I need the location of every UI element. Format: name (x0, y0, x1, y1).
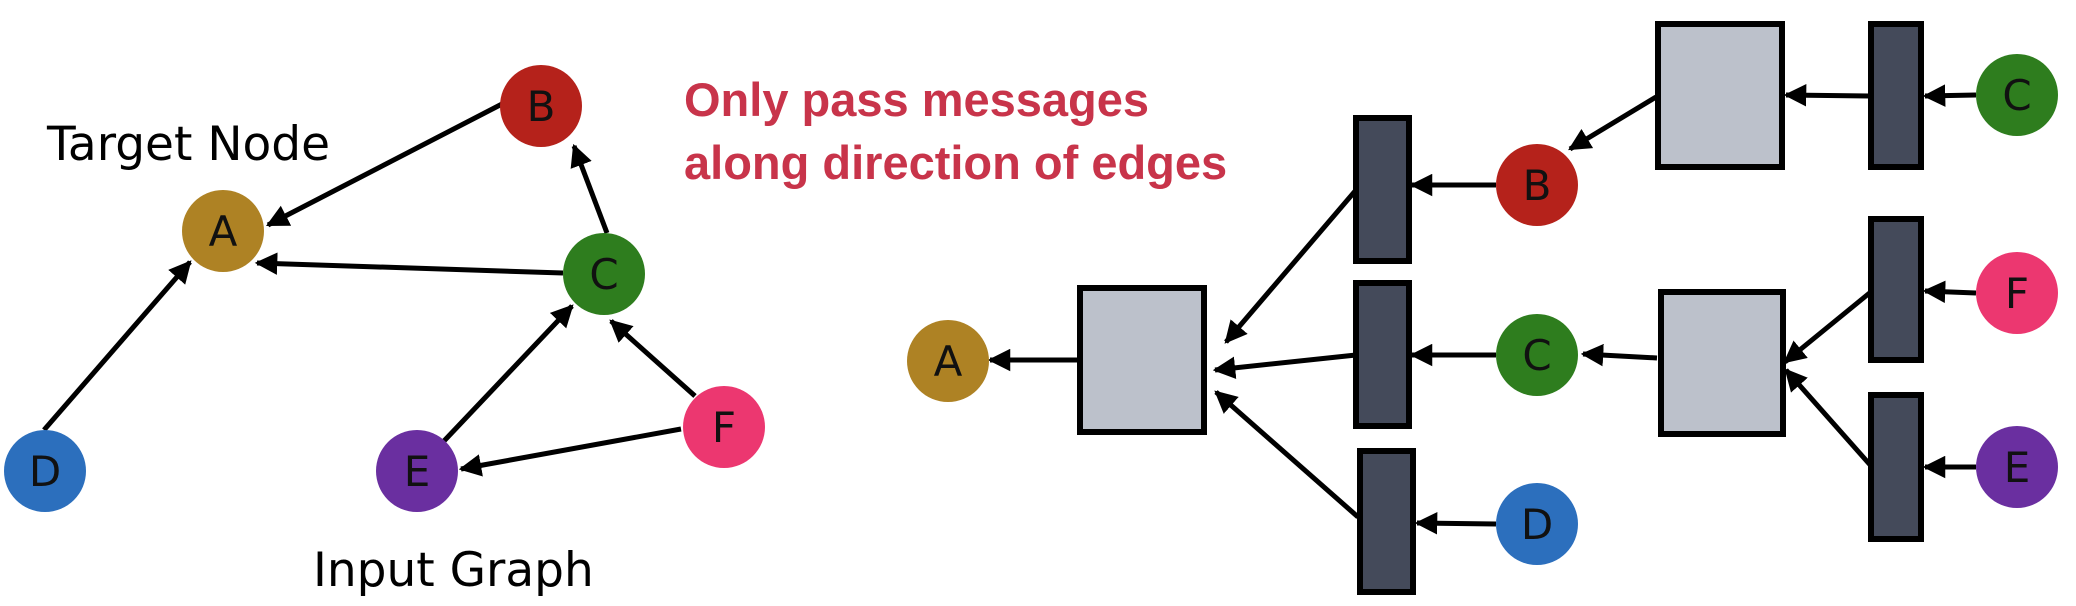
graph-node-e: E (376, 430, 458, 512)
svg-text:C: C (1522, 331, 1551, 380)
graph-node-f: F (683, 386, 765, 468)
edge-b-to-a (266, 101, 504, 228)
edge-c-to-a (254, 252, 564, 276)
svg-text:E: E (404, 447, 431, 496)
graph-node-b: B (500, 65, 582, 147)
graph-node-d: D (4, 430, 86, 512)
computation-tree: A B C D C F E (907, 21, 2058, 595)
tree-node-d: D (1496, 483, 1578, 565)
graph-node-a: A (182, 190, 264, 272)
edge-e-to-c (442, 304, 574, 443)
svg-text:C: C (589, 250, 618, 299)
input-graph-label: Input Graph (313, 543, 594, 598)
edge-d-to-a (42, 260, 192, 432)
svg-text:B: B (1523, 161, 1552, 210)
tree-edge-bar-e-to-box (1784, 368, 1874, 469)
direction-note: Only pass messages along direction of ed… (684, 73, 1227, 189)
svg-text:A: A (209, 207, 238, 256)
aggregator-bar-d (1357, 448, 1416, 595)
edge-f-to-c (609, 319, 697, 398)
neural-box-middle (1658, 289, 1786, 437)
tree-edge-bar-c-to-box (1212, 352, 1357, 380)
aggregator-bar-e (1868, 392, 1924, 542)
tree-edge-bar-f-to-box (1783, 289, 1874, 364)
tree-edge-bar-b-to-box (1224, 188, 1358, 344)
target-node-label: Target Node (46, 117, 330, 172)
note-line-1: Only pass messages (684, 73, 1149, 126)
svg-text:E: E (2004, 443, 2031, 492)
svg-text:C: C (2002, 71, 2031, 120)
tree-edge-box-mid-to-c (1580, 343, 1658, 367)
input-graph: A B C D E F Target Node Input Graph (4, 65, 765, 598)
svg-text:F: F (712, 403, 736, 452)
neural-box-root (1077, 285, 1207, 435)
tree-node-c: C (1496, 314, 1578, 396)
graph-node-c: C (563, 233, 645, 315)
tree-edge-bar-top-to-box (1783, 83, 1870, 107)
tree-edge-d-to-bar (1414, 512, 1497, 535)
svg-text:D: D (1521, 500, 1553, 549)
tree-edge-c2-to-bar (1922, 84, 1977, 107)
tree-edge-box-top-to-b (1568, 94, 1658, 152)
note-line-2: along direction of edges (684, 136, 1227, 189)
aggregator-bar-b (1353, 115, 1412, 264)
aggregator-bar-f (1868, 216, 1924, 363)
aggregator-bar-c (1353, 280, 1412, 429)
svg-text:A: A (934, 337, 963, 386)
svg-text:F: F (2005, 269, 2029, 318)
tree-edge-f-to-bar (1922, 280, 1977, 304)
neural-box-top (1655, 21, 1785, 170)
svg-text:D: D (29, 447, 61, 496)
edge-f-to-e (458, 426, 682, 477)
tree-node-e-leaf: E (1976, 426, 2058, 508)
tree-node-b: B (1496, 144, 1578, 226)
svg-text:B: B (527, 82, 556, 131)
aggregator-bar-top (1868, 21, 1924, 170)
tree-node-f-leaf: F (1976, 252, 2058, 334)
tree-node-c-leaf: C (1976, 54, 2058, 136)
tree-node-a: A (907, 320, 989, 402)
edge-c-to-b (570, 143, 610, 234)
tree-edge-bar-d-to-box (1214, 390, 1360, 519)
